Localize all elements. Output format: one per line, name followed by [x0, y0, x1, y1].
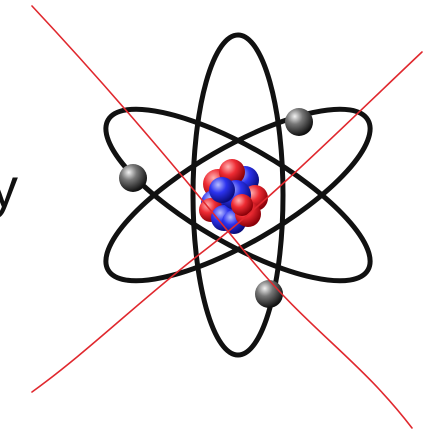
electron [285, 108, 313, 136]
neutron [209, 177, 235, 203]
electron [255, 280, 283, 308]
nucleus [199, 159, 268, 234]
electron [119, 164, 147, 192]
